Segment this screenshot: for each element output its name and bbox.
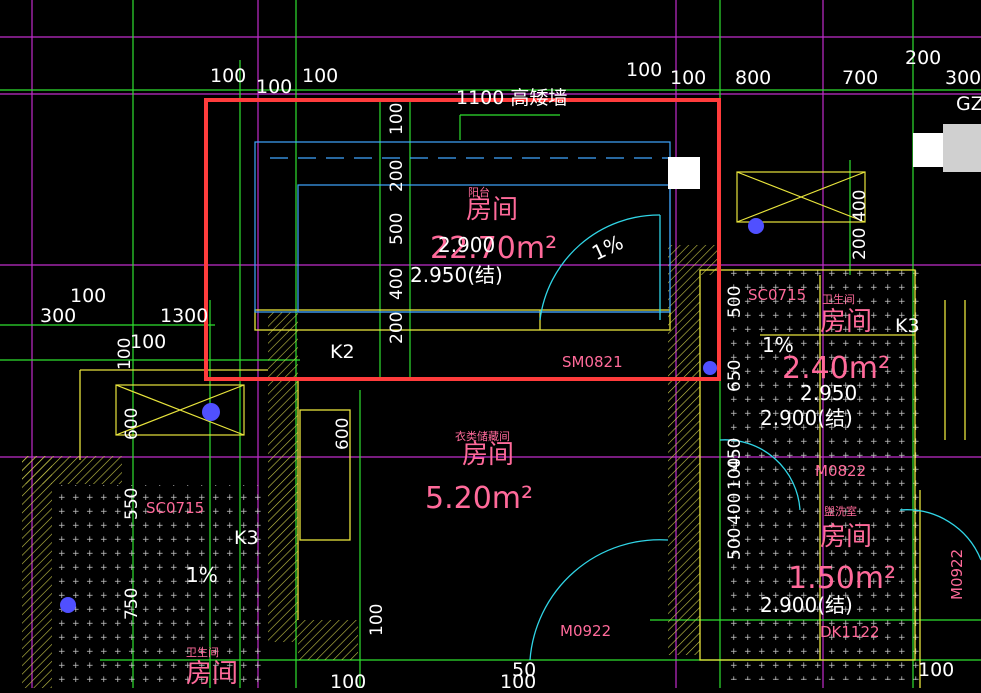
room-wash-area: 1.50m² [788, 561, 896, 596]
door-code-m0922-b: M0922 [948, 549, 966, 600]
vdim-2: 200 [387, 160, 407, 192]
door-code-dk1122: DK1122 [820, 623, 880, 641]
dim-bottom-3: 50 [512, 659, 536, 681]
wet-area-floors [55, 270, 925, 688]
hatched-walls [22, 245, 720, 688]
room-bath-r-label: 卫生间 [822, 292, 855, 306]
room-wash-elev-struct: 2.900(结) [760, 593, 853, 617]
vdim-18: 100 [367, 604, 387, 636]
vdim-19: 100 [115, 338, 135, 370]
door-code-sc0715-a: SC0715 [748, 286, 806, 304]
vdim-6: 400 [850, 190, 870, 222]
vertical-dimensions: 100 200 500 400 200 400 200 600 600 550 … [115, 103, 870, 636]
room-balcony-name: 房间 [466, 195, 518, 225]
door-swings [529, 214, 981, 661]
dim-left-2: 1300 [160, 305, 208, 327]
dim-top-7: 700 [842, 67, 878, 89]
dim-bottom-2: 100 [330, 671, 366, 688]
vdim-14: 500 [725, 286, 745, 318]
vdim-5: 200 [387, 312, 407, 344]
room-bath-r-name: 房间 [820, 307, 872, 337]
vdim-12: 500 [725, 528, 745, 560]
vdim-15: 100 [725, 458, 745, 490]
dim-top-1: 100 [210, 65, 246, 87]
dim-top-4: 100 [626, 59, 662, 81]
room-balcony-label: 阳台 [468, 185, 490, 199]
vdim-17: 650 [725, 360, 745, 392]
top-dimensions: 100 100 100 100 100 800 700 200 300 [210, 47, 981, 98]
room-washroom[interactable]: 盥洗室 房间 1.50m² 2.900(结) [760, 504, 896, 617]
dim-left-3: 100 [70, 285, 106, 307]
dim-top-8: 200 [905, 47, 941, 69]
room-storage-area: 5.20m² [425, 481, 533, 516]
door-code-sm0821: SM0821 [562, 353, 623, 371]
room-balcony-elev-struct: 2.950(结) [410, 263, 503, 287]
key-k3-left: K3 [234, 527, 259, 549]
dim-top-3: 100 [302, 65, 338, 87]
vdim-10: 550 [122, 488, 142, 520]
room-bath-r-elev: 2.950 [800, 381, 857, 405]
room-bathroom-left[interactable]: 卫生间 房间 [186, 645, 238, 689]
door-code-sc0715-b: SC0715 [146, 499, 204, 517]
room-bath-l-name: 房间 [186, 659, 238, 688]
drain-icons [60, 218, 764, 613]
dim-left-1: 300 [40, 305, 76, 327]
vdim-3: 500 [387, 213, 407, 245]
door-code-m0822: M0822 [815, 462, 866, 480]
room-bath-r-elev-struct: 2.900(结) [760, 406, 853, 430]
dim-bottom-1: 100 [918, 659, 954, 681]
vdim-9: 600 [333, 418, 353, 450]
wall-lines [79, 269, 966, 688]
room-outlines [254, 141, 671, 313]
room-storage-label: 衣类储藏间 [455, 429, 510, 443]
vdim-1: 100 [387, 103, 407, 135]
vdim-4: 400 [387, 268, 407, 300]
vdim-8: 600 [122, 408, 142, 440]
room-bath-r-area: 2.40m² [782, 351, 890, 386]
slope-bathroom-right: 1% [762, 333, 794, 357]
room-storage-name: 房间 [462, 440, 514, 470]
vdim-7: 200 [850, 228, 870, 260]
room-balcony-elev: 2.900 [438, 233, 495, 257]
room-wash-name: 房间 [820, 522, 872, 552]
room-balcony-area: 22.70m² [430, 231, 557, 266]
room-bathroom-right[interactable]: 卫生间 房间 2.40m² 2.950 2.900(结) [760, 292, 890, 430]
columns [668, 124, 981, 189]
door-codes: SM0821 M0822 M0922 M0922 DK1122 SC0715 S… [146, 286, 966, 641]
dim-top-5: 100 [670, 67, 706, 89]
key-k2: K2 [330, 341, 355, 363]
dim-bottom-5: 100 [130, 331, 166, 353]
selection-highlight[interactable] [204, 98, 721, 381]
room-wash-label: 盥洗室 [824, 504, 857, 518]
tag-gz: GZ [956, 93, 981, 115]
vdim-13: 400 [725, 493, 745, 525]
slope-bathroom-left: 1% [186, 563, 218, 587]
vdim-16: 450 [725, 438, 745, 470]
key-k3-right: K3 [895, 315, 920, 337]
room-bath-l-label: 卫生间 [186, 645, 219, 659]
room-storage[interactable]: 衣类储藏间 房间 5.20m² [425, 429, 533, 516]
appliances [115, 171, 866, 436]
wall-label: 1100 高矮墙 [456, 87, 567, 109]
dim-top-9: 300 [945, 67, 981, 89]
door-code-m0922-a: M0922 [560, 622, 611, 640]
room-balcony[interactable]: 阳台 房间 22.70m² 2.900 2.950(结) [410, 185, 557, 287]
vdim-11: 750 [122, 588, 142, 620]
dim-bottom-4: 100 [500, 671, 536, 688]
slope-balcony: 1% [588, 230, 627, 265]
dim-top-2: 100 [256, 76, 292, 98]
dim-top-6: 800 [735, 67, 771, 89]
